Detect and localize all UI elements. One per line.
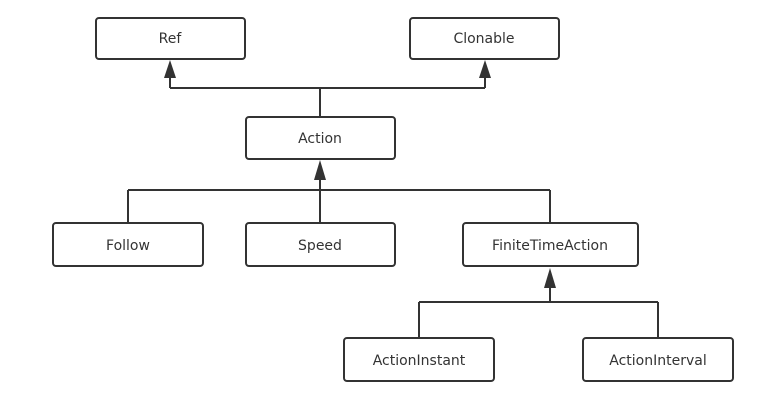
node-action-instant-box: [343, 337, 495, 382]
node-action: Action: [245, 116, 396, 160]
node-follow-label: Follow: [106, 238, 150, 254]
node-speed-box: [245, 222, 396, 267]
node-speed: Speed: [245, 222, 396, 267]
arrowhead-ref: [164, 60, 176, 78]
node-follow: Follow: [52, 222, 204, 267]
node-finite-time-action: FiniteTimeAction: [462, 222, 639, 267]
edge-action-to-ref-clonable: [164, 60, 491, 117]
arrowhead-finite-time-action: [544, 268, 556, 288]
arrowhead-action: [314, 160, 326, 180]
node-finite-time-action-box: [462, 222, 639, 267]
node-clonable: Clonable: [409, 17, 560, 60]
edge-children-to-finite-time-action: [418, 268, 659, 338]
edge-children-to-action: [127, 160, 551, 222]
node-action-instant-label: ActionInstant: [373, 353, 466, 369]
node-action-interval: ActionInterval: [582, 337, 734, 382]
node-ref-label: Ref: [159, 31, 183, 47]
node-action-instant: ActionInstant: [343, 337, 495, 382]
arrowhead-clonable: [479, 60, 491, 78]
node-ref: Ref: [95, 17, 246, 60]
node-clonable-label: Clonable: [453, 31, 514, 47]
node-action-interval-label: ActionInterval: [609, 353, 706, 369]
node-action-box: [245, 116, 396, 160]
node-action-interval-box: [582, 337, 734, 382]
node-speed-label: Speed: [298, 238, 342, 254]
node-finite-time-action-label: FiniteTimeAction: [492, 238, 608, 254]
node-follow-box: [52, 222, 204, 267]
node-action-label: Action: [298, 131, 342, 147]
node-ref-box: [95, 17, 246, 60]
node-clonable-box: [409, 17, 560, 60]
